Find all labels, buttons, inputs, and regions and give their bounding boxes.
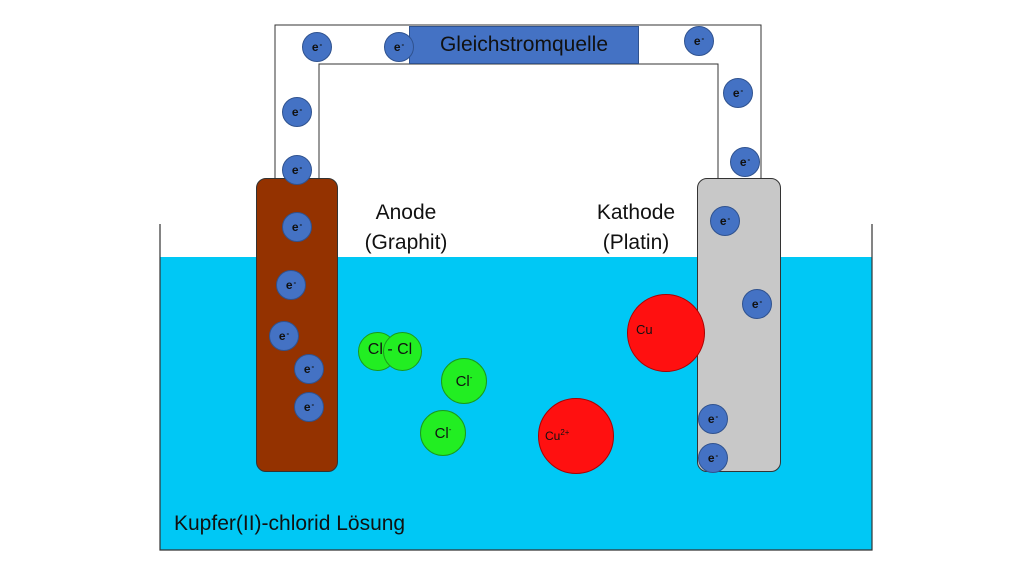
electron-charge: - <box>740 85 744 95</box>
power-source-label: Gleichstromquelle <box>439 33 609 56</box>
electron: e- <box>698 404 728 434</box>
electron: e- <box>294 354 324 384</box>
chloride-symbol: Cl <box>434 424 449 442</box>
electron: e- <box>710 206 740 236</box>
electron-symbol: e <box>291 163 299 177</box>
copper-ion-symbol: Cu <box>545 429 561 443</box>
electron: e- <box>384 32 414 62</box>
electron-symbol: e <box>707 412 715 426</box>
electron-symbol: e <box>693 34 701 48</box>
chloride-charge: - <box>469 372 473 382</box>
electron-symbol: e <box>751 297 759 311</box>
electron-symbol: e <box>278 329 286 343</box>
solution-label: Kupfer(II)-chlorid Lösung <box>174 512 406 535</box>
electron-symbol: e <box>739 155 747 169</box>
copper-ion-charge: 2+ <box>560 427 570 437</box>
electron-charge: - <box>715 411 719 421</box>
electron-charge: - <box>319 39 323 49</box>
electron-charge: - <box>311 361 315 371</box>
chloride-ion: Cl- <box>441 358 487 404</box>
anode-label-line2: (Graphit) <box>364 231 448 254</box>
electron-charge: - <box>299 162 303 172</box>
copper-atom: Cu <box>627 294 705 372</box>
electron-symbol: e <box>285 278 293 292</box>
electron-charge: - <box>727 213 731 223</box>
electron-symbol: e <box>311 40 319 54</box>
cathode-label-line2: (Platin) <box>602 231 670 254</box>
electron: e- <box>269 321 299 351</box>
electron: e- <box>742 289 772 319</box>
cl2-molecule-label: Cl - Cl <box>367 341 413 358</box>
electron: e- <box>723 78 753 108</box>
electron-symbol: e <box>291 105 299 119</box>
electron-symbol: e <box>393 40 401 54</box>
cathode-label: Kathode (Platin) <box>576 198 696 258</box>
electron: e- <box>276 270 306 300</box>
anode-label-line1: Anode <box>375 201 437 224</box>
electron-symbol: e <box>291 220 299 234</box>
electron-charge: - <box>701 33 705 43</box>
power-source-box: Gleichstromquelle <box>409 26 639 64</box>
electron: e- <box>684 26 714 56</box>
chlorine-atom <box>383 332 422 371</box>
electron: e- <box>698 443 728 473</box>
electron: e- <box>282 155 312 185</box>
chloride-ion: Cl- <box>420 410 466 456</box>
electron: e- <box>302 32 332 62</box>
electron: e- <box>282 212 312 242</box>
electron-symbol: e <box>732 86 740 100</box>
anode-label: Anode (Graphit) <box>346 198 466 258</box>
electron-charge: - <box>311 399 315 409</box>
electron-symbol: e <box>303 400 311 414</box>
electron-charge: - <box>759 296 763 306</box>
copper-atom-label: Cu <box>636 322 653 337</box>
electron-symbol: e <box>707 451 715 465</box>
electron-charge: - <box>299 219 303 229</box>
electron-charge: - <box>299 104 303 114</box>
electron-charge: - <box>715 450 719 460</box>
electron-symbol: e <box>719 214 727 228</box>
electron-charge: - <box>293 277 297 287</box>
electron-charge: - <box>286 328 290 338</box>
cathode-label-line1: Kathode <box>596 201 676 224</box>
electron: e- <box>730 147 760 177</box>
chloride-charge: - <box>448 424 452 434</box>
electron: e- <box>294 392 324 422</box>
electron-charge: - <box>747 154 751 164</box>
electron-symbol: e <box>303 362 311 376</box>
chloride-symbol: Cl <box>455 372 470 390</box>
electron: e- <box>282 97 312 127</box>
electron-charge: - <box>401 39 405 49</box>
